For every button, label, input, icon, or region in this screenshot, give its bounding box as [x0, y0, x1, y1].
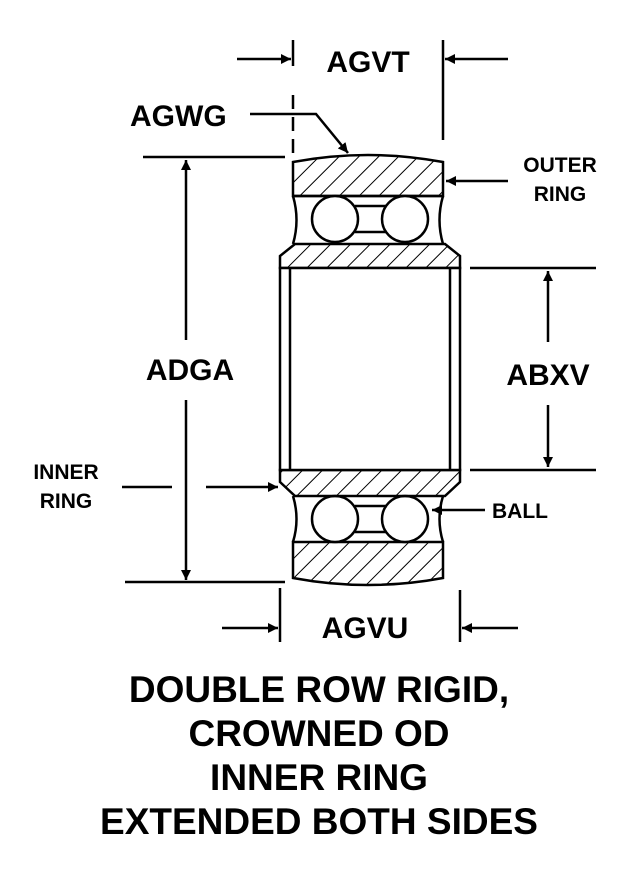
caption-line-3: INNER RING: [210, 757, 428, 798]
inner-ring-bottom: [278, 468, 462, 498]
label-inner-ring-1: INNER: [33, 461, 98, 484]
label-agwg: AGWG: [130, 100, 227, 133]
ball-cage-bottom: [291, 495, 445, 543]
bearing-diagram: AGVT AGWG OUTER RING ADGA ABXV INNER RIN…: [33, 40, 597, 645]
agwg-leader: [250, 112, 349, 154]
ball-bottom-left: [310, 494, 360, 544]
caption: DOUBLE ROW RIGID, CROWNED OD INNER RING …: [0, 668, 638, 844]
ball-top-left: [310, 194, 360, 244]
caption-line-1: DOUBLE ROW RIGID,: [128, 669, 510, 710]
label-agvt: AGVT: [326, 46, 409, 79]
outer-ring-bottom: [291, 540, 445, 587]
label-outer-ring-2: RING: [534, 183, 587, 206]
label-ball: BALL: [492, 500, 548, 523]
outer-ring-top: [291, 153, 445, 198]
label-agvu: AGVU: [322, 612, 409, 645]
inner-ring-top: [278, 242, 462, 270]
label-adga: ADGA: [146, 354, 234, 387]
caption-line-4: EXTENDED BOTH SIDES: [100, 801, 538, 842]
bore: [278, 266, 462, 472]
caption-line-2: CROWNED OD: [188, 713, 450, 754]
ball-cage-top: [291, 194, 445, 245]
ball-top-right: [380, 194, 430, 244]
label-inner-ring-2: RING: [40, 490, 93, 513]
label-outer-ring-1: OUTER: [523, 154, 597, 177]
label-abxv: ABXV: [506, 359, 589, 392]
ball-bottom-right: [380, 494, 430, 544]
